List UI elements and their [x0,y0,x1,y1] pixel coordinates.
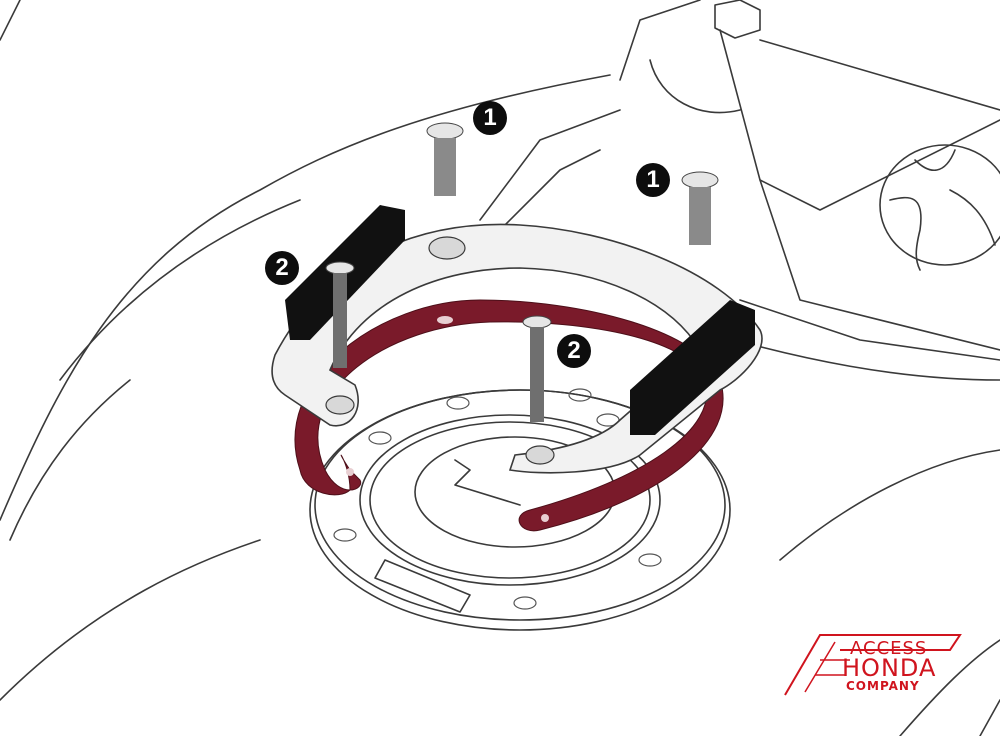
screw-2b [522,315,552,422]
screw-1b [681,171,719,245]
callout-marker-2: 2 [265,251,299,285]
screw-2a [325,261,355,368]
logo-line-2: HONDA [842,654,937,682]
logo-line-1: ACCESS [850,638,928,659]
callout-marker-1: 1 [473,101,507,135]
strap-ring [294,299,724,532]
logo-line-3: COMPANY [846,679,920,693]
access-honda-logo: ACCESS HONDA COMPANY [780,630,970,700]
callout-marker-1: 1 [636,163,670,197]
screws [325,122,719,422]
screw-1a [426,122,464,196]
callout-marker-2: 2 [557,334,591,368]
logo-swoosh-icon [784,634,962,696]
